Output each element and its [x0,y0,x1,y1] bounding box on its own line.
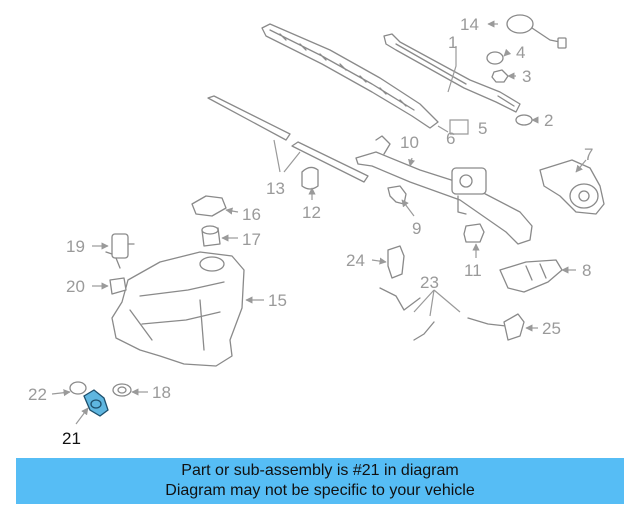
callout-13: 13 [266,179,285,198]
callout-23: 23 [420,273,439,292]
callout-17: 17 [242,230,261,249]
callout-24: 24 [346,251,365,270]
mounting-bracket-part [499,259,563,293]
callout-8: 8 [582,261,591,280]
info-banner: Part or sub-assembly is #21 in diagram D… [16,458,624,504]
filler-neck-part [201,225,221,247]
wiper-linkage-part [355,135,533,245]
callout-19: 19 [66,237,85,256]
hose-connector-part [503,313,525,341]
callout-10: 10 [400,133,419,152]
washer-hose-part [379,287,507,341]
grommet-part [301,166,319,190]
washer-part [515,114,533,126]
callout-12: 12 [302,203,321,222]
callout-15: 15 [268,291,287,310]
banner-line-disclaimer: Diagram may not be specific to your vehi… [165,482,475,499]
parts-diagram: 1 2 3 4 5 6 7 8 9 10 11 12 13 14 15 16 1… [28,14,605,448]
callout-6: 6 [446,129,455,148]
callout-18: 18 [152,383,171,402]
callout-9: 9 [412,219,421,238]
connector-part [387,245,405,279]
callout-11: 11 [464,261,482,280]
callout-7: 7 [584,145,593,164]
leader-lines [51,20,587,425]
callout-1: 1 [448,33,457,52]
rain-sensor-part [506,14,567,49]
washer-reservoir-part [111,251,245,367]
cap-part [69,381,87,395]
callout-21: 21 [62,429,81,448]
callout-16: 16 [242,205,261,224]
banner-line-part-number: Part or sub-assembly is #21 in diagram [181,462,459,479]
callout-3: 3 [522,67,531,86]
seal-part [112,383,132,397]
nut-part [491,69,509,83]
filler-cap-part [191,195,227,217]
callout-22: 22 [28,385,47,404]
wiper-blade-part [261,23,439,129]
wiper-arm-part [383,33,521,113]
washer-pump-part [105,233,135,269]
callout-5: 5 [478,119,487,138]
callout-4: 4 [516,43,525,62]
pump-grommet-part [109,277,127,295]
callout-20: 20 [66,277,85,296]
callout-14: 14 [460,15,479,34]
callout-25: 25 [542,319,561,338]
callout-labels: 1 2 3 4 5 6 7 8 9 10 11 12 13 14 15 16 1… [28,15,593,448]
highlighted-part-21 [83,389,109,417]
nut-cap-part [486,51,504,65]
bushing-part [463,223,485,243]
wiper-insert-part [207,95,369,183]
callout-2: 2 [544,111,553,130]
wiper-motor-part [539,159,605,215]
